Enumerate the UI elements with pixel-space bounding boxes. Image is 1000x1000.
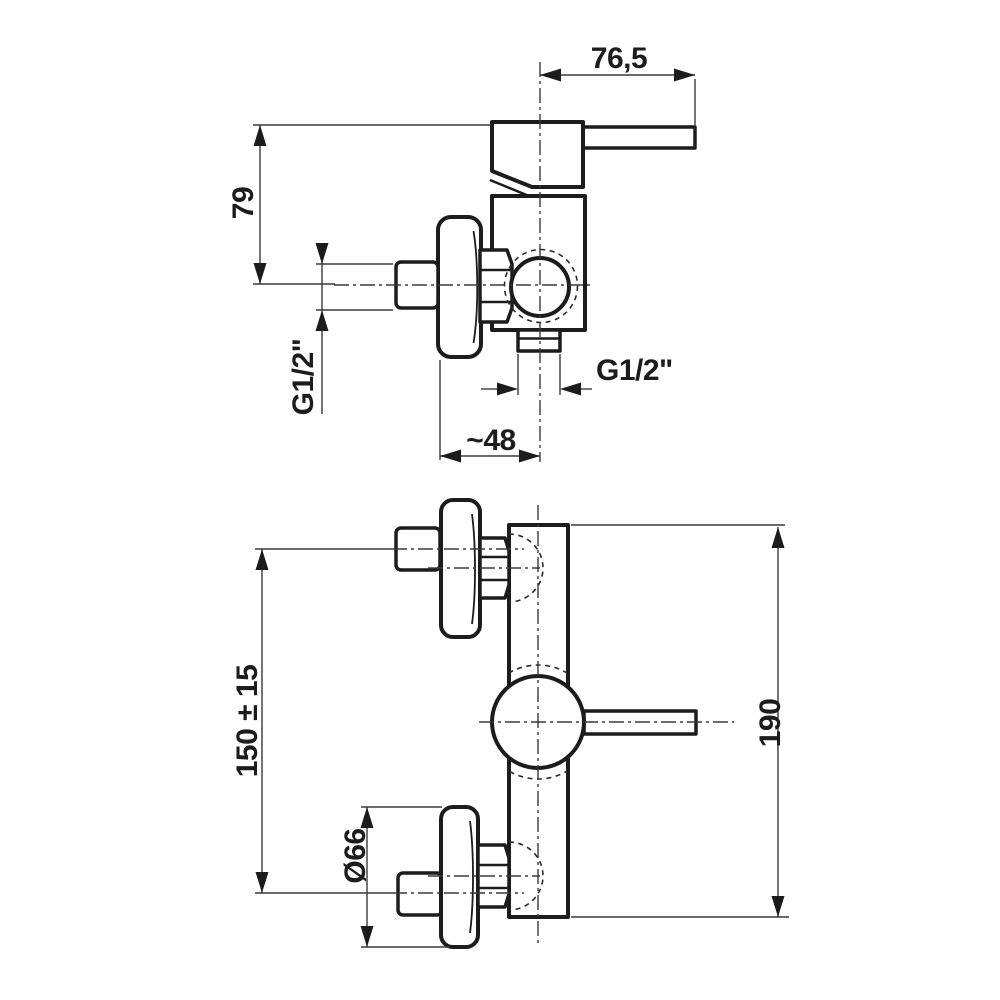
arrowhead-down (360, 926, 374, 947)
arrowhead-up (255, 549, 269, 570)
front-view-centerlines (392, 505, 734, 946)
inlet-thread-label: G1/2" (287, 339, 320, 416)
outlet-thread-label: G1/2" (596, 354, 673, 387)
arrowhead-up (771, 527, 785, 548)
hex-nut-side (478, 248, 514, 324)
side-view-outlines (394, 120, 697, 359)
body-height-label: 79 (227, 187, 260, 219)
arrowhead-down (315, 243, 329, 264)
handle-lever-side (581, 125, 697, 150)
arrowhead-right (674, 68, 695, 82)
arrowhead-up (360, 807, 374, 828)
mixer-head-side (490, 120, 585, 189)
head-seam-line (489, 178, 530, 198)
arrowhead-down (771, 896, 785, 917)
front-view: 150 ± 15 Ø66 190 (231, 498, 789, 949)
cartridge-hidden-circle (503, 248, 579, 324)
bottom-flange-profile-curve (469, 820, 474, 934)
arrowhead-right (497, 382, 518, 396)
arrowhead-down (255, 872, 269, 893)
arrowhead-up (253, 125, 267, 146)
arrowhead-left (560, 382, 581, 396)
bottom-wall-fitting (396, 871, 444, 917)
top-flange-profile-curve (471, 513, 476, 625)
arrowhead-left (440, 449, 461, 463)
side-view: 76,5 79 G1/2" G1/2" (227, 42, 697, 463)
outlet-spigot (516, 328, 562, 353)
total-height-label: 190 (754, 699, 787, 748)
front-view-outlines (394, 498, 698, 949)
connection-centers-label: 150 ± 15 (231, 665, 264, 778)
arrowhead-down (253, 263, 267, 284)
side-view-centerlines (334, 62, 592, 462)
depth-label: ~48 (466, 424, 515, 457)
flange-diameter-label: Ø66 (339, 828, 372, 883)
arrowhead-up (315, 310, 329, 331)
arrowhead-right (519, 449, 540, 463)
flange-profile-curve (472, 230, 479, 344)
handle-width-label: 76,5 (591, 42, 647, 75)
side-view-dimensions: 76,5 79 G1/2" G1/2" (227, 42, 696, 463)
arrowhead-left (540, 68, 561, 82)
front-view-dimensions: 150 ± 15 Ø66 190 (231, 524, 789, 948)
